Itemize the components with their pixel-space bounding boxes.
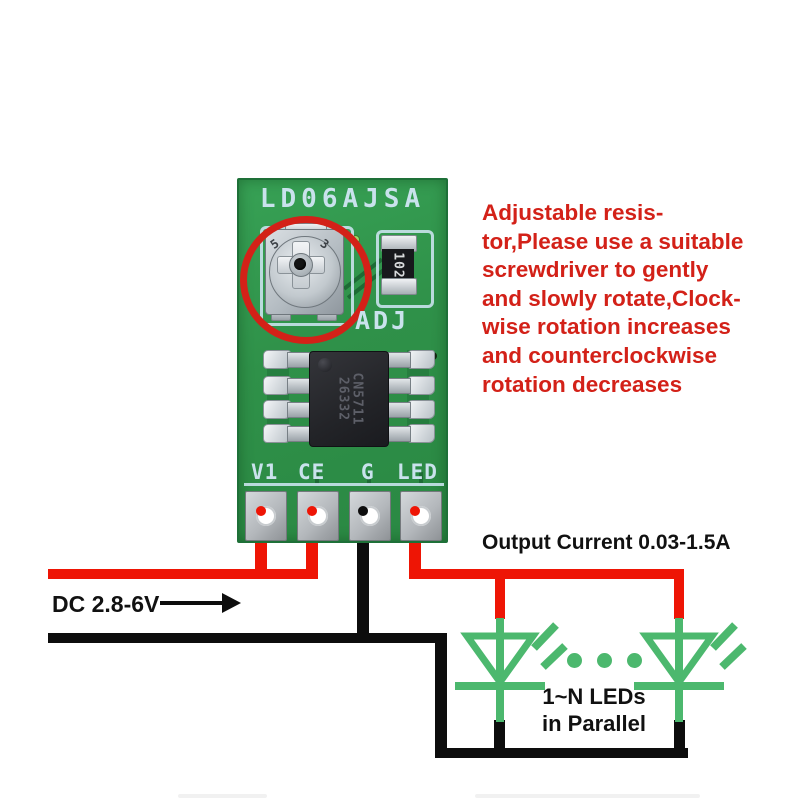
adjustment-note-line: Adjustable resis- [482, 200, 664, 225]
pin-label-led: LED [397, 460, 438, 484]
adj-label: ADJ [355, 306, 410, 335]
pin-label-ce: CE [298, 460, 326, 484]
led-bus-wire [409, 569, 684, 579]
ledn-light-ray [710, 622, 738, 651]
adjustment-note-line: rotation decreases [482, 371, 683, 397]
solder-pad [407, 424, 435, 443]
bottom-edge-artifact [475, 794, 700, 798]
return-left-wire [435, 633, 447, 758]
chip-pin [387, 402, 411, 418]
silkscreen-line [244, 483, 444, 486]
board-model-label: LD06AJSA [259, 184, 426, 214]
leds-parallel-caption: 1~N LEDs in Parallel [519, 683, 669, 737]
pcb-trace [419, 472, 423, 484]
chip-pin [387, 426, 411, 442]
chip-batch-code: 26332 [335, 376, 350, 422]
pad-ce [297, 491, 339, 541]
positive-input-wire [48, 569, 318, 579]
negative-input-wire [48, 633, 447, 643]
chip-part-number: CN5711 [349, 372, 364, 426]
chip-pin [287, 378, 311, 394]
pin-label-g: G [361, 460, 375, 484]
chip-pin [287, 402, 311, 418]
output-current-label: Output Current 0.03-1.5A [482, 531, 731, 554]
ledn-light-ray [719, 643, 747, 670]
ground-wire [357, 513, 369, 643]
resistor-silk-box [376, 230, 434, 308]
highlight-circle [240, 216, 372, 344]
direction-arrow-head [222, 593, 241, 613]
pcb-trace [315, 472, 319, 484]
adjustment-note-line: screwdriver to gently [482, 257, 709, 283]
led1-anode-wire [495, 578, 505, 619]
adjustment-note-line: and slowly rotate,Clock- [482, 285, 741, 311]
pcb-trace [367, 472, 371, 484]
chip-pin [387, 352, 411, 368]
adjustment-note-line: and counterclockwise [482, 342, 718, 368]
return-bottom-wire [435, 748, 688, 758]
input-voltage-label: DC 2.8-6V [52, 591, 160, 617]
pad-led [400, 491, 442, 541]
led-symbol-n [634, 618, 747, 722]
pin1-dimple [318, 358, 332, 372]
adjustment-note: Adjustable resis- tor,Please use a suita… [482, 199, 743, 399]
ellipsis-dot [627, 653, 642, 668]
adjustment-note-line: wise rotation increases [482, 314, 731, 340]
solder-pad [407, 350, 435, 369]
led-wire-tip [410, 506, 420, 516]
led1-triangle [460, 632, 540, 689]
ellipsis-dot [567, 653, 582, 668]
pad-v1 [245, 491, 287, 541]
v1-wire-tip [256, 506, 266, 516]
chip-marking: CN5711 26332 [310, 352, 388, 446]
ce-wire-tip [307, 506, 317, 516]
adjustment-note-line: tor,Please use a suitable [482, 228, 744, 254]
led1-cathode-wire [494, 720, 505, 750]
pcb-module: LD06AJSA 5 3 [237, 178, 448, 543]
led1-light-ray [540, 643, 568, 670]
led2-cathode-wire [674, 720, 685, 750]
solder-pad [407, 376, 435, 395]
direction-arrow-shaft [160, 601, 223, 605]
resistor-body: 102 [382, 249, 414, 281]
ledn-triangle [639, 632, 719, 689]
resistor-code: 102 [390, 251, 406, 279]
pad-g [349, 491, 391, 541]
led2-anode-wire [674, 578, 684, 619]
leds-caption-line1: 1~N LEDs [542, 684, 646, 709]
leds-caption-line2: in Parallel [542, 711, 646, 736]
bottom-edge-artifact [178, 794, 267, 798]
g-wire-tip [358, 506, 368, 516]
led-symbol-1 [455, 618, 568, 722]
resistor-cap [381, 278, 417, 295]
ellipsis-dot [597, 653, 612, 668]
chip-pin [387, 378, 411, 394]
chip-pin [287, 352, 311, 368]
chip-pin [287, 426, 311, 442]
pin-label-v1: V1 [251, 460, 279, 484]
solder-pad [407, 400, 435, 419]
led1-light-ray [531, 622, 559, 651]
smd-resistor: 102 [381, 235, 417, 295]
driver-ic: CN5711 26332 [309, 351, 389, 447]
